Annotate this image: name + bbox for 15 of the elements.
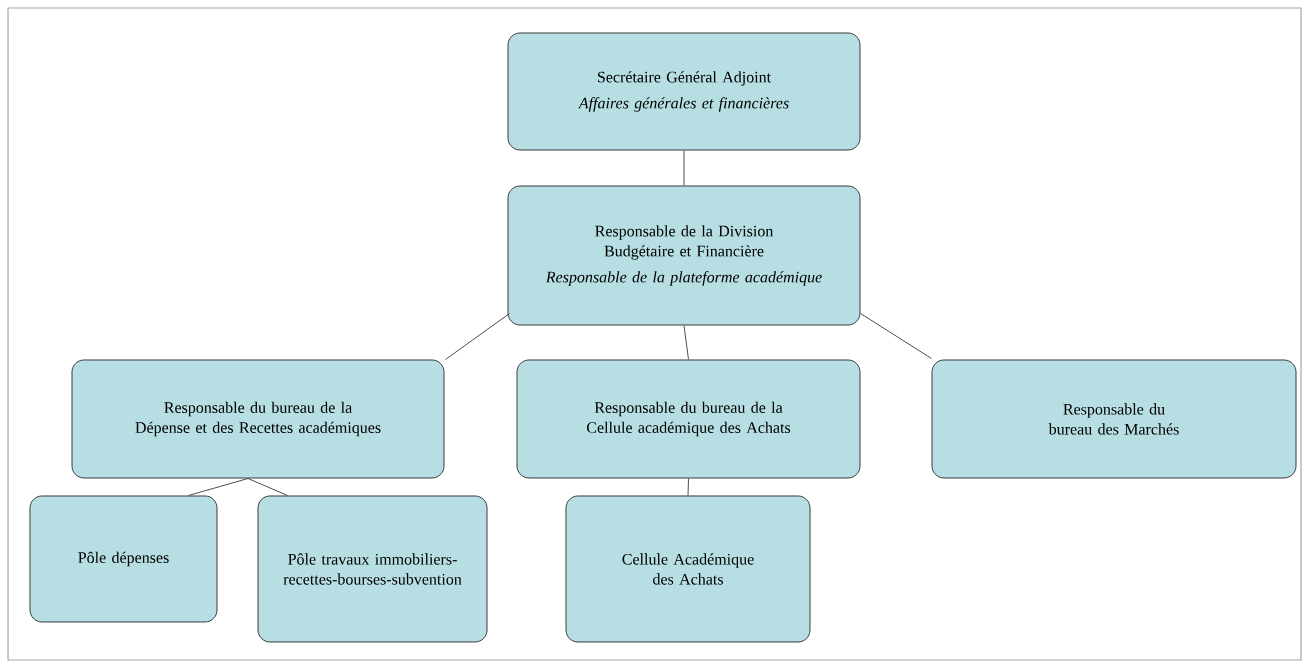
connector-line: [683, 150, 685, 186]
connector-line: [445, 313, 510, 360]
org-box: Cellule Académique des Achats: [565, 495, 811, 643]
org-box: Pôle dépenses: [29, 495, 218, 623]
connector-line: [188, 478, 249, 496]
connector-line: [683, 325, 689, 360]
org-box: Responsable du bureau de la Cellule académique des Achats: [516, 359, 861, 479]
org-box: Secrétaire Général Adjoint Affaires générales et financières: [507, 32, 861, 151]
connector-line: [247, 478, 288, 496]
org-box: Responsable du bureau des Marchés: [931, 359, 1297, 479]
org-box: Responsable du bureau de la Dépense et des Recettes académiques: [71, 359, 445, 479]
connector-line: [860, 313, 932, 359]
org-box: Responsable de la Division Budgétaire et Financière Responsable de la plateforme académique: [507, 185, 861, 326]
connector-line: [687, 478, 689, 496]
org-box: Pôle travaux immobiliers-recettes-bourses-subvention: [257, 495, 488, 643]
